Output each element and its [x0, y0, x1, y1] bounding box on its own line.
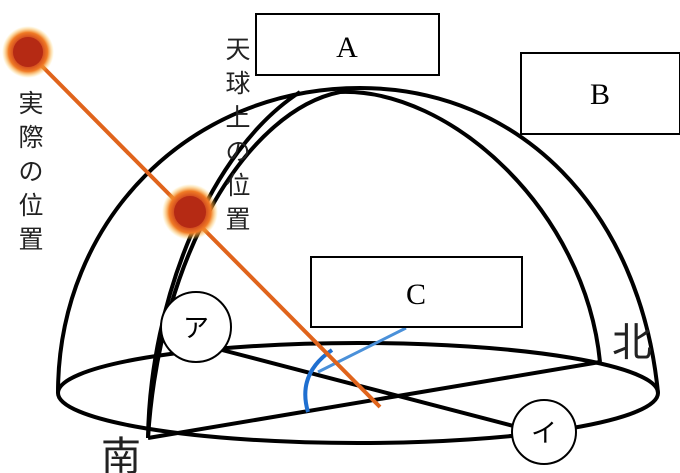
actual-position-char: の	[18, 157, 43, 186]
box-c-label: C	[406, 278, 426, 311]
box-c	[310, 256, 523, 328]
horizon-line-a-to-i	[221, 348, 549, 437]
meridian-arc	[146, 90, 302, 439]
celestial-dome-outline	[56, 85, 660, 394]
sky-position-char: 位	[225, 171, 250, 200]
south-label: 南	[101, 434, 141, 473]
actual-position-label: 実 際 の 位 置	[18, 89, 43, 254]
c-pointer-line	[317, 326, 407, 374]
actual-position-char: 実	[18, 89, 43, 118]
sky-sun-icon	[162, 184, 218, 240]
box-b	[520, 52, 680, 135]
circle-a	[160, 291, 232, 363]
horizon-plane	[56, 341, 660, 445]
actual-position-char: 際	[18, 123, 43, 152]
sky-position-char: 上	[225, 103, 250, 132]
sky-position-char: 天	[225, 35, 250, 64]
sky-position-char: 置	[225, 205, 250, 234]
box-a-label: A	[336, 31, 358, 64]
actual-position-char: 置	[18, 225, 43, 254]
sky-position-char: 球	[225, 69, 250, 98]
actual-position-char: 位	[18, 191, 43, 220]
sky-position-label: 天 球 上 の 位 置	[225, 35, 250, 234]
actual-sun-icon	[2, 26, 54, 78]
sun-path-arc	[146, 89, 602, 439]
box-b-label: B	[590, 78, 610, 111]
altitude-angle-arc	[303, 348, 334, 413]
north-label: 北	[612, 320, 652, 366]
circle-i	[511, 399, 577, 465]
sky-position-char: の	[225, 137, 250, 166]
circle-a-label: ア	[183, 314, 209, 344]
circle-i-label: イ	[531, 419, 557, 449]
box-a	[255, 13, 440, 76]
